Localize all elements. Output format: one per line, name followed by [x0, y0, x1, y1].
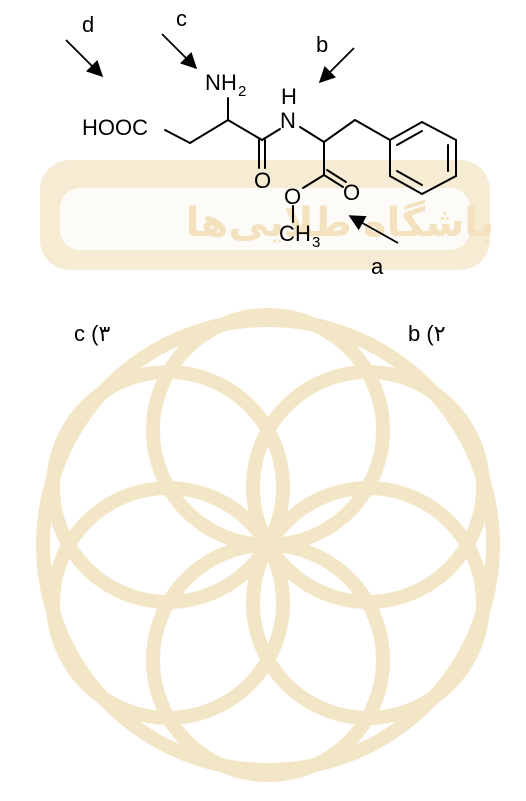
- arrow-label-d: d: [82, 12, 94, 37]
- molecule-bonds: [164, 97, 457, 223]
- amide-h-label: H: [281, 84, 297, 109]
- watermark-text: باشگاه طلایی‌ها: [186, 199, 495, 245]
- arrow-c: [161, 33, 198, 70]
- option-2: b (٢: [408, 321, 446, 346]
- watermark-logo: [36, 308, 500, 782]
- methyl-h-label: H: [295, 221, 311, 246]
- amine-subscript: 2: [238, 83, 246, 100]
- arrow-label-b: b: [316, 32, 328, 57]
- amide-n-label: N: [280, 108, 296, 133]
- option-3: c (٣: [74, 321, 110, 346]
- acid-group-label: HOOC: [82, 115, 148, 140]
- arrow-label-a: a: [371, 254, 384, 279]
- arrow-a: [348, 215, 399, 244]
- amine-n-label: N: [205, 70, 221, 95]
- methyl-subscript: 3: [312, 234, 320, 251]
- methyl-c-label: C: [279, 221, 295, 246]
- ester-single-o-label: O: [284, 184, 301, 209]
- arrow-d: [65, 39, 104, 78]
- amide-carbonyl-o-label: O: [254, 168, 271, 193]
- watermark-petal-circle: [246, 481, 490, 725]
- arrow-b: [318, 47, 355, 84]
- watermark-banner-inner: [60, 188, 470, 250]
- pointer-arrows: [65, 33, 399, 244]
- watermark-petal-circle: [46, 365, 290, 609]
- arrow-label-c: c: [176, 6, 187, 31]
- ester-carbonyl-o-label: O: [343, 180, 360, 205]
- watermark-petal-circle: [46, 481, 290, 725]
- amine-h-label: H: [221, 70, 237, 95]
- watermark-petal-circle: [246, 365, 490, 609]
